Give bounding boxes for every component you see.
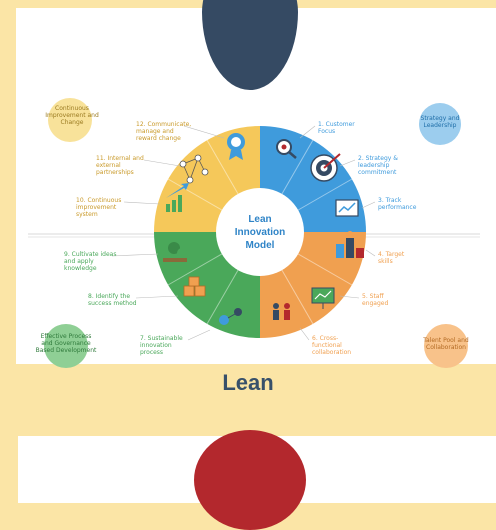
process-flow-icon: [219, 308, 242, 325]
corner-circle-bottom-left: [44, 324, 88, 368]
step-connector-9: [111, 253, 159, 257]
step-connector-lines: [111, 125, 376, 341]
target-icon: [310, 153, 341, 182]
step-connector-12: [183, 125, 225, 139]
lean-innovation-diagram: Lean Innovation Model: [28, 98, 480, 368]
people-collaboration-icon: [273, 303, 290, 320]
growth-arrow-icon: [166, 183, 189, 212]
step-connector-11: [143, 159, 181, 167]
caption-title: Lean: [222, 370, 274, 395]
center-title-line3: Model: [246, 240, 275, 251]
step-connector-5: [339, 295, 360, 299]
step-connector-8: [135, 295, 179, 299]
step-connector-2: [339, 159, 356, 167]
cargo-boxes-icon: [183, 276, 206, 297]
step-connector-3: [361, 201, 376, 209]
award-medal-icon: [227, 133, 245, 160]
step-connector-1: [299, 125, 316, 139]
step-connector-10: [123, 201, 161, 205]
step-connector-7: [187, 329, 211, 341]
team-building-icon: [336, 231, 364, 258]
performance-chart-icon: [335, 199, 359, 217]
magnifier-eye-icon: [276, 139, 297, 159]
center-circle: [216, 188, 304, 276]
corner-circle-top-right: [419, 103, 461, 145]
plants-icon: [161, 242, 187, 262]
step-connector-4: [365, 249, 376, 257]
step-connector-6: [299, 327, 310, 341]
center-title-line2: Innovation: [235, 227, 286, 238]
corner-circle-top-left: [48, 98, 92, 142]
corner-circle-bottom-right: [424, 324, 468, 368]
center-title-line1: Lean: [248, 214, 271, 225]
presentation-board-icon: [311, 287, 335, 309]
network-nodes-icon: [179, 154, 209, 184]
